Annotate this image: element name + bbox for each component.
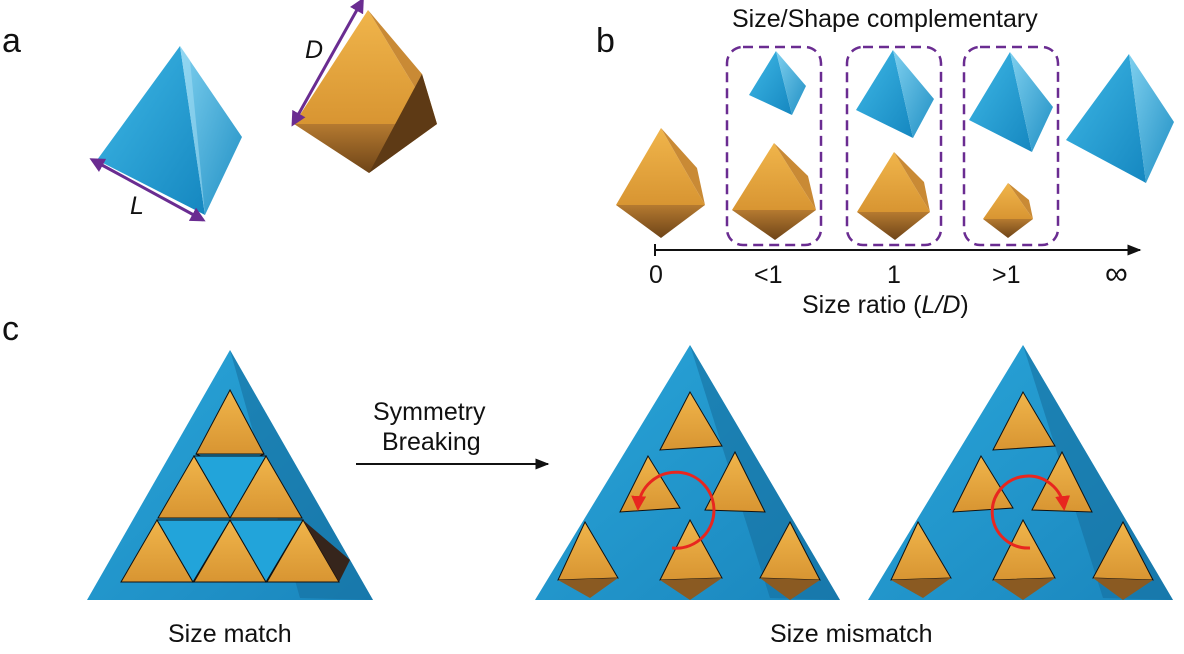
tick-1: 1 <box>887 261 901 289</box>
octahedron-ratio-1 <box>857 152 930 240</box>
group-box-equal-1 <box>845 45 943 247</box>
size-mismatch-assembly-right <box>868 345 1173 600</box>
caption-size-mismatch: Size mismatch <box>770 620 933 648</box>
axis-title: Size ratio (L/D) <box>802 291 969 319</box>
edge-D-label: D <box>305 36 323 64</box>
tick-0: 0 <box>649 261 663 289</box>
group-box-greater-than-1 <box>962 45 1060 247</box>
octahedron-ratio-greater-than-1 <box>983 183 1033 238</box>
edge-L-label: L <box>130 192 144 220</box>
octahedron-ratio-0 <box>616 128 705 238</box>
arrow-text-breaking: Breaking <box>382 428 481 456</box>
tetrahedron-ratio-infinity <box>1066 54 1174 183</box>
arrow-text-symmetry: Symmetry <box>373 398 486 426</box>
size-mismatch-assembly-left <box>535 345 840 600</box>
tetrahedron-ratio-greater-than-1 <box>969 52 1053 152</box>
octahedron-large <box>294 10 437 173</box>
panel-c-label: c <box>2 310 19 348</box>
tick-less-than-1: <1 <box>754 261 783 289</box>
rotation-arrow-cw <box>990 474 1071 550</box>
size-match-assembly <box>87 350 373 600</box>
tick-infinity: ∞ <box>1105 255 1128 291</box>
panel-b-label: b <box>596 22 615 60</box>
tetrahedron-ratio-1 <box>856 50 934 138</box>
edge-D-arrow <box>291 0 364 127</box>
panel-a-label: a <box>2 22 21 60</box>
group-box-less-than-1 <box>725 45 823 247</box>
tetrahedron-ratio-less-than-1 <box>749 51 806 115</box>
panel-b-title: Size/Shape complementary <box>732 5 1038 33</box>
octahedron-ratio-less-than-1 <box>732 143 816 240</box>
rotation-arrow-ccw <box>631 470 716 550</box>
tick-greater-than-1: >1 <box>992 261 1021 289</box>
caption-size-match: Size match <box>168 620 292 648</box>
tetrahedron-large <box>97 46 242 215</box>
edge-L-arrow <box>89 158 206 222</box>
